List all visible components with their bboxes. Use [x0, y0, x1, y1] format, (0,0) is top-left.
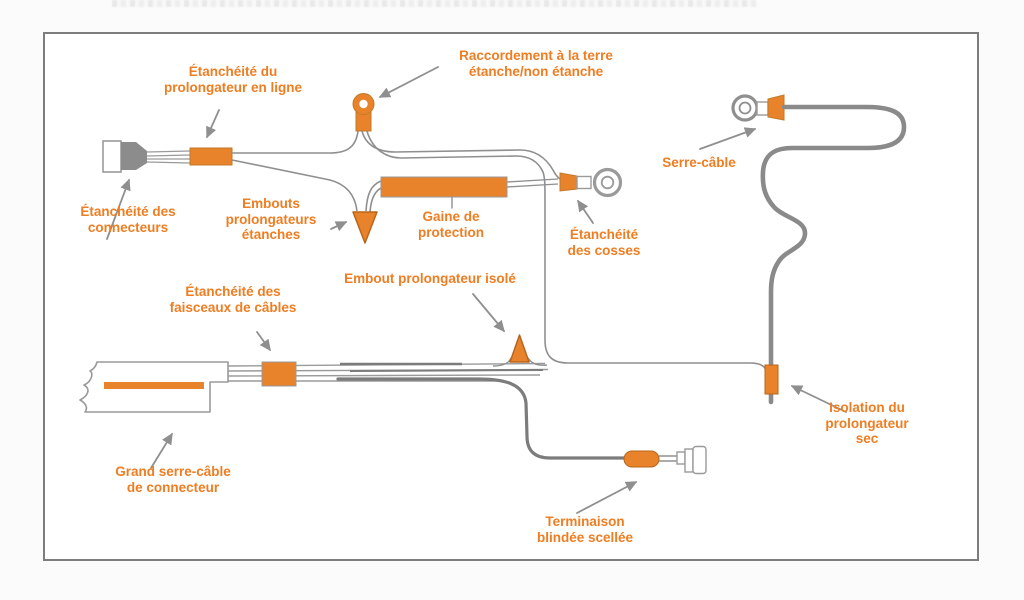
label-isolation-prolongateur-sec: Isolation du prolongateur sec [825, 400, 909, 447]
arrow-harness-seal [256, 331, 271, 352]
lug-seal-sleeve [559, 172, 578, 192]
label-raccordement-terre: Raccordement à la terre étanche/non étan… [459, 48, 613, 79]
left-connector-body [102, 140, 122, 173]
ground-terminal-hole [359, 99, 368, 109]
protective-sheath [380, 176, 508, 198]
label-etancheite-connecteurs: Étanchéité des connecteurs [80, 204, 176, 235]
arrow-dry-insulation [790, 385, 847, 413]
wire-seal-to-triangle [231, 159, 358, 212]
label-embouts-prolongateurs-etanches: Embouts prolongateurs étanches [225, 196, 317, 243]
left-connector-wires [146, 150, 191, 164]
insulated-tip-triangle [509, 334, 530, 363]
harness-seal-block [261, 361, 297, 387]
clamp-stub [756, 101, 769, 116]
big-clamp-bar [104, 382, 204, 389]
wire-sheath-to-lug-a [506, 178, 559, 183]
wire-sheath-to-triangle-a [365, 180, 382, 212]
arrow-termination [576, 481, 638, 514]
lower-harness [79, 334, 707, 475]
upper-harness [102, 93, 767, 372]
wire-seal-to-ground [232, 130, 359, 154]
label-etancheite-prolongateur-en-ligne: Étanchéité du prolongateur en ligne [163, 64, 303, 95]
arrow-lug-seal [577, 199, 594, 224]
sealed-termination-capsule [623, 450, 660, 468]
label-serre-cable: Serre-câble [662, 155, 736, 170]
label-etancheite-des-cosses: Étanchéité des cosses [567, 227, 641, 258]
shielded-cable-down [336, 377, 626, 460]
termination-plug-small [676, 451, 686, 465]
wire-flare-left [492, 357, 512, 367]
extension-tips-triangle [352, 211, 378, 244]
thick-cable [760, 104, 907, 405]
termination-plug-mid [684, 448, 694, 473]
diagram-frame [43, 32, 979, 561]
label-grand-serre-cable-connecteur: Grand serre-câble de connecteur [115, 464, 231, 495]
arrow-connector-seal [106, 178, 131, 240]
cropped-top-text [112, 0, 757, 7]
inline-seal-sleeve [189, 147, 233, 166]
shield-segment-b [349, 369, 544, 372]
arrow-extension-tips [330, 221, 348, 232]
cable-clamp-assembly [731, 94, 907, 405]
arrow-insulated-tip [472, 293, 505, 333]
arrow-cable-clamp [699, 127, 757, 150]
left-connector-wedge [121, 142, 147, 170]
wire-sheath-to-lug-b [506, 183, 559, 188]
wire-ground-to-lug-a [361, 130, 561, 180]
lug-stub [576, 175, 592, 190]
label-gaine-de-protection: Gaine de protection [418, 209, 484, 240]
dry-insulation-sleeve [764, 364, 779, 395]
label-terminaison-blindee-scellee: Terminaison blindée scellée [536, 514, 634, 545]
termination-plug-end [692, 445, 707, 475]
label-embout-prolongateur-isole: Embout prolongateur isolé [344, 271, 516, 286]
label-etancheite-faisceaux-cables: Étanchéité des faisceaux de câbles [169, 284, 297, 315]
arrow-inline-seal [206, 109, 220, 139]
arrow-big-clamp [150, 432, 173, 469]
callout-arrows [106, 66, 847, 514]
wire-flare-right [527, 357, 548, 366]
arrow-ground [378, 66, 439, 98]
lug-ring-hole [600, 175, 615, 190]
clamp-sleeve [767, 94, 785, 121]
clamp-ring-hole [738, 101, 752, 115]
wire-sheath-to-triangle-b [369, 187, 382, 213]
